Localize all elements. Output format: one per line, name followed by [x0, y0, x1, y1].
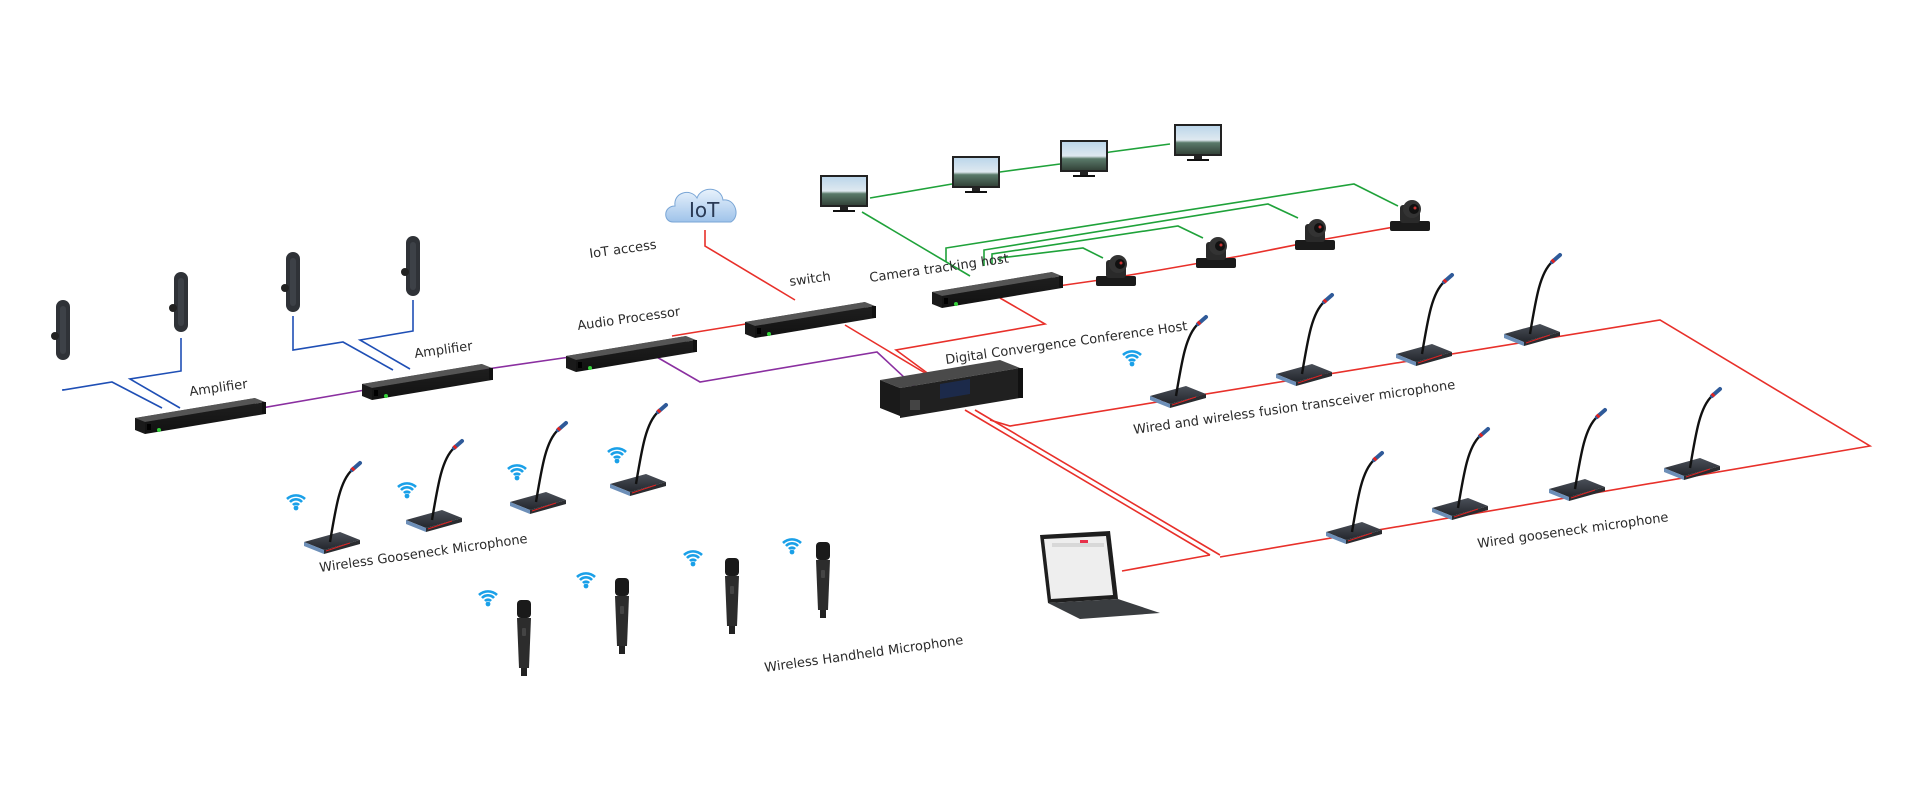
- handheld-mic-icon: [517, 600, 531, 676]
- display-icon: [1060, 140, 1108, 177]
- link-displays: [869, 143, 1171, 199]
- link-amp1-amp2: [249, 389, 366, 411]
- gooseneck-mic-icon: [1394, 273, 1454, 368]
- column-speaker-icon: [169, 272, 188, 332]
- gooseneck-mic-icon: [1430, 427, 1490, 522]
- link-host-fusion-chain: [989, 319, 1873, 558]
- gooseneck-mic-icon: [302, 461, 362, 556]
- wired-mic-label: Wired gooseneck microphone: [1476, 510, 1669, 552]
- handheld-mic-icon: [725, 558, 739, 634]
- fusion-mic-label: Wired and wireless fusion transceiver mi…: [1132, 378, 1456, 438]
- wireless-handheld-microphones: [477, 538, 830, 676]
- link-host-trunk-2: [974, 409, 1221, 556]
- gooseneck-mic-icon: [1502, 253, 1562, 348]
- audio-processor-icon: [566, 336, 697, 372]
- iot-access-label: IoT access: [588, 238, 657, 262]
- ptz-camera-icon: [1096, 255, 1136, 286]
- link-camhost-cam3: [983, 203, 1299, 266]
- wifi-icon: [1121, 350, 1143, 368]
- gooseneck-mic-icon: [1547, 408, 1607, 503]
- audio-processor-label: Audio Processor: [576, 305, 681, 334]
- wifi-icon: [781, 538, 803, 556]
- link-camhost-host: [894, 297, 1048, 376]
- labels: IoT access switch Audio Processor Amplif…: [188, 238, 1669, 676]
- switch-label: switch: [788, 269, 831, 290]
- column-speaker-icon: [401, 236, 420, 296]
- column-speaker-icon: [281, 252, 300, 312]
- link-processor-host: [654, 351, 921, 393]
- link-speaker-1: [62, 381, 163, 409]
- display-icon: [1174, 124, 1222, 161]
- camera-tracking-host-label: Camera tracking host: [868, 252, 1009, 286]
- link-speaker-3: [292, 316, 394, 371]
- link-display-camhost: [861, 211, 971, 277]
- gooseneck-mic-icon: [608, 403, 668, 498]
- link-speaker-4: [357, 300, 414, 370]
- link-camhost-cam4: [945, 183, 1399, 262]
- gooseneck-mic-icon: [1324, 451, 1384, 546]
- iot-cloud-label: IoT: [689, 198, 720, 222]
- link-camhost-cam1: [999, 247, 1104, 262]
- amplifier-2-label: Amplifier: [413, 339, 474, 362]
- wifi-icon: [682, 550, 704, 568]
- amplifier-1-label: Amplifier: [188, 377, 249, 400]
- link-speaker-2: [127, 338, 182, 409]
- handheld-mic-icon: [816, 542, 830, 618]
- wifi-icon: [477, 590, 499, 608]
- amplifier-2-icon: [362, 364, 493, 400]
- gooseneck-mic-icon: [1274, 293, 1334, 388]
- wireless-handheld-label: Wireless Handheld Microphone: [763, 633, 964, 676]
- link-tablet: [1121, 554, 1211, 572]
- link-host-trunk-1: [964, 409, 1211, 556]
- camera-tracking-host-icon: [932, 272, 1063, 308]
- handheld-mic-icon: [615, 578, 629, 654]
- link-processor-switch: [671, 322, 753, 337]
- conference-host-icon: [880, 360, 1023, 418]
- gooseneck-mic-icon: [1662, 387, 1722, 482]
- link-switch-host-a: [844, 324, 926, 374]
- wifi-icon: [575, 572, 597, 590]
- wifi-icon: [285, 494, 307, 512]
- wifi-icon: [606, 447, 628, 465]
- link-iot-switch: [704, 230, 796, 301]
- link-camhost-cam2: [991, 225, 1204, 264]
- tablet-controller-icon: [1040, 531, 1160, 619]
- connections: [62, 143, 1873, 572]
- fusion-microphones: [1121, 253, 1562, 410]
- wifi-icon: [396, 482, 418, 500]
- displays: [820, 124, 1222, 212]
- column-speaker-icon: [51, 300, 70, 360]
- iot-cloud-icon: IoT: [665, 188, 737, 223]
- ptz-camera-icon: [1295, 219, 1335, 250]
- conference-host-label: Digital Convergence Conference Host: [944, 319, 1188, 368]
- display-icon: [820, 175, 868, 212]
- link-amp2-processor: [479, 356, 571, 371]
- speakers: [51, 236, 420, 360]
- wireless-gooseneck-microphones: [285, 403, 668, 556]
- display-icon: [952, 156, 1000, 193]
- ptz-camera-icon: [1196, 237, 1236, 268]
- wifi-icon: [506, 464, 528, 482]
